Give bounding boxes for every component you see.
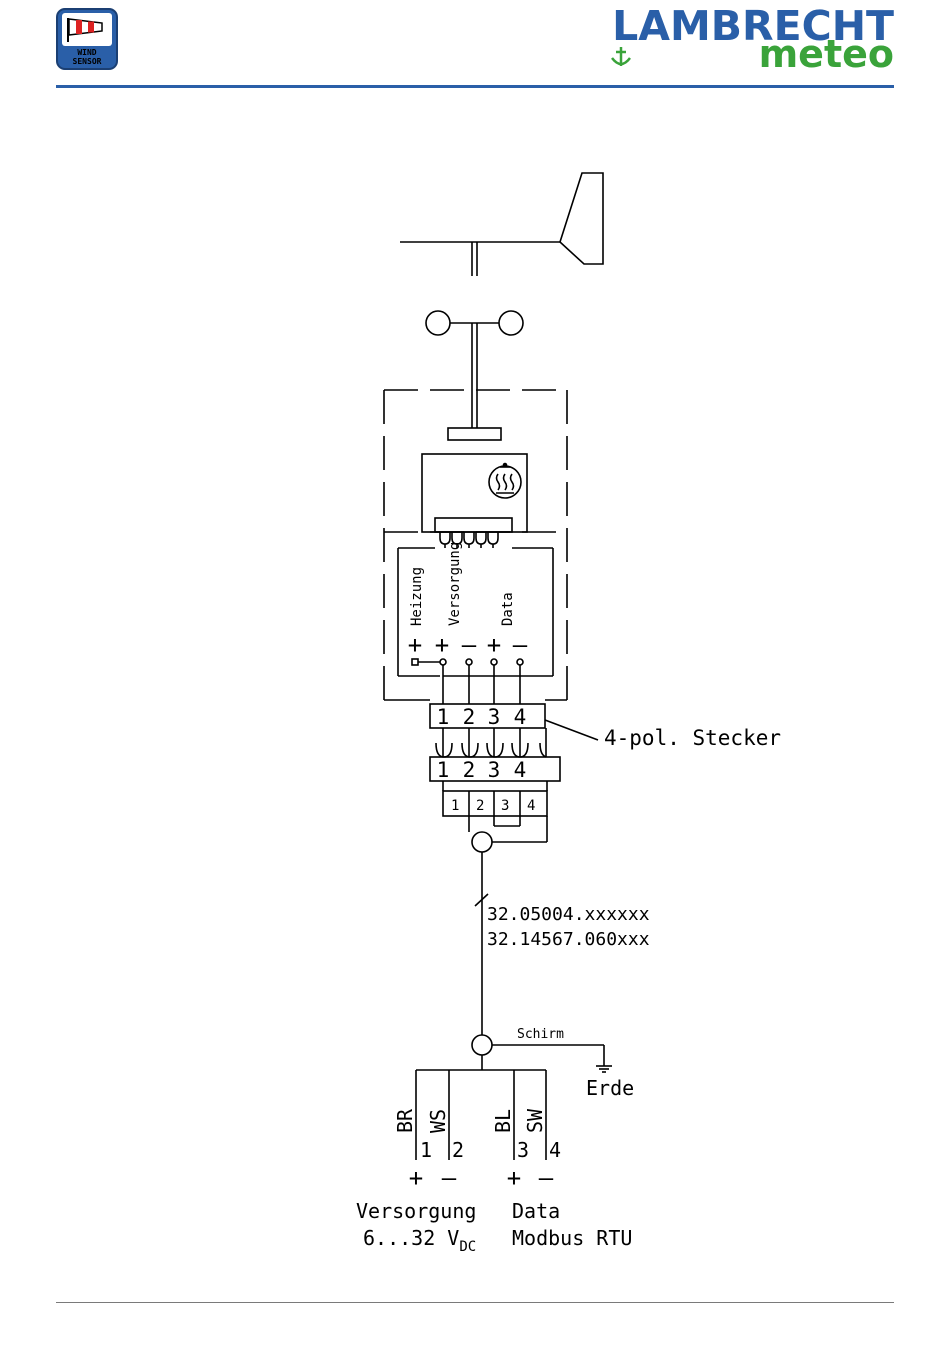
polarity-bottom-4: – — [539, 1164, 554, 1192]
label-erde: Erde — [586, 1076, 634, 1100]
wire-pin-2: 2 — [452, 1138, 464, 1162]
pin-lower-4: 4 — [514, 758, 527, 782]
plug-sockets — [436, 728, 546, 757]
cable-part-number-1: 32.05004.xxxxxx — [487, 904, 650, 925]
label-schirm: Schirm — [517, 1027, 564, 1042]
supply-voltage-subscript: DC — [459, 1239, 476, 1255]
label-supply: Versorgung — [356, 1199, 476, 1223]
pin-upper-1: 1 — [437, 705, 450, 729]
polarity-data-minus: – — [513, 631, 528, 659]
polarity-bottom-2: – — [442, 1164, 457, 1192]
pin-upper-2: 2 — [463, 705, 476, 729]
polarity-versorgung-plus: + — [435, 631, 449, 659]
footer-rule — [56, 1302, 894, 1303]
wire-color-ws: WS — [426, 1109, 450, 1133]
label-data-protocol: Modbus RTU — [512, 1226, 632, 1250]
label-connector: 4-pol. Stecker — [604, 726, 781, 750]
wire-color-br: BR — [393, 1108, 417, 1133]
pin-upper-4: 4 — [514, 705, 527, 729]
heater-icon — [489, 464, 521, 499]
cable-gland-bottom — [472, 1035, 492, 1055]
polarity-versorgung-minus: – — [462, 631, 477, 659]
pin-lower-2: 2 — [463, 758, 476, 782]
label-versorgung-internal: Versorgung — [447, 542, 463, 626]
wire-pin-4: 4 — [549, 1138, 561, 1162]
label-heizung: Heizung — [409, 567, 425, 626]
polarity-bottom-1: + — [409, 1164, 423, 1192]
cup-anemometer — [426, 311, 523, 440]
wire-color-bl: BL — [491, 1109, 515, 1133]
pin-lower-1: 1 — [437, 758, 450, 782]
label-data: Data — [512, 1199, 560, 1223]
plug-pin-1: 1 — [451, 798, 459, 814]
polarity-heizung-plus: + — [408, 631, 422, 659]
wire-pin-3: 3 — [517, 1138, 529, 1162]
terminal-posts — [412, 659, 523, 704]
cable-part-number-2: 32.14567.060xxx — [487, 929, 650, 950]
plug-pin-2: 2 — [476, 798, 484, 814]
label-supply-voltage: 6...32 VDC — [363, 1226, 476, 1255]
label-data-internal: Data — [500, 592, 516, 626]
polarity-data-plus: + — [487, 631, 501, 659]
wire-color-sw: SW — [523, 1108, 547, 1133]
plug-pin-3: 3 — [501, 798, 509, 814]
pin-upper-3: 3 — [488, 705, 501, 729]
plug-pin-4: 4 — [527, 798, 535, 814]
wind-vane — [400, 173, 603, 276]
pin-lower-3: 3 — [488, 758, 501, 782]
wire-pin-1: 1 — [420, 1138, 432, 1162]
internal-connector — [435, 518, 512, 532]
supply-voltage-value: 6...32 V — [363, 1226, 459, 1250]
polarity-bottom-3: + — [507, 1164, 521, 1192]
cable-gland-top — [472, 832, 492, 852]
